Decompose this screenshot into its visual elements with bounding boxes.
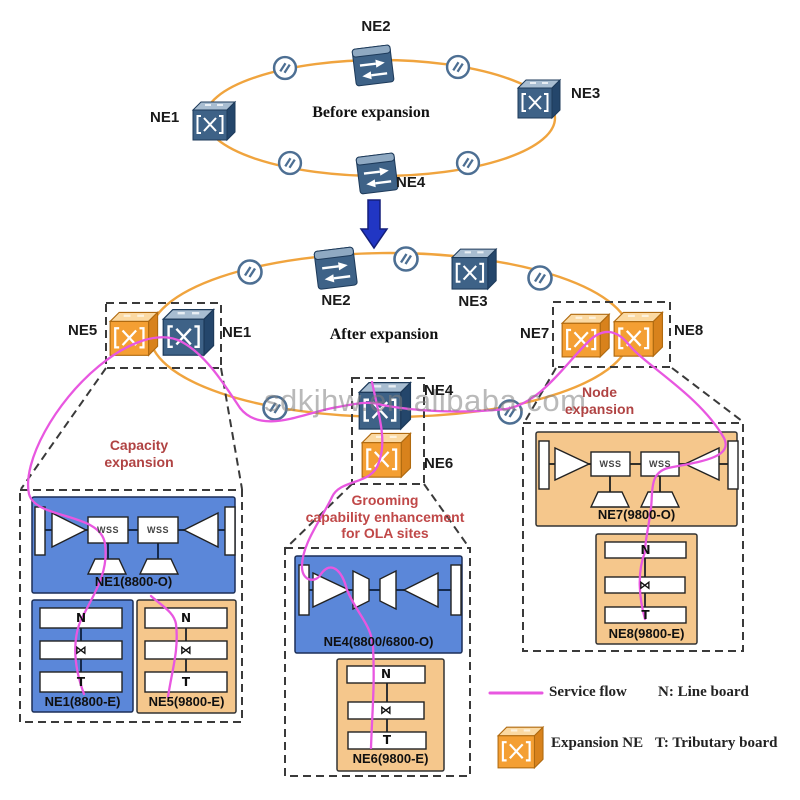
- node-ne6-after: [360, 432, 412, 479]
- label-ne8-after: NE8: [674, 322, 704, 339]
- label-board-ne5-9800-e: NE5(9800-E): [148, 694, 225, 709]
- wss-module-label: WSS: [648, 459, 671, 469]
- wss-module-label: WSS: [599, 459, 622, 469]
- slot-tributary-board: T: [181, 675, 191, 689]
- slot-line-board: N: [180, 611, 192, 625]
- after-expansion-title: After expansion: [329, 326, 439, 343]
- before-expansion-title: Before expansion: [312, 104, 430, 121]
- service-flow-paths: [26, 330, 727, 750]
- slot-tributary-board: T: [641, 608, 650, 622]
- board-ne1-8800-e: [31, 599, 134, 713]
- board-ne7-9800-o: [535, 431, 739, 527]
- label-ne6-after: NE6: [424, 455, 454, 472]
- node-ne8-after: [613, 311, 664, 358]
- label-board-ne1-8800-o: NE1(8800-O): [94, 574, 173, 589]
- node-ne4-before: [354, 151, 400, 196]
- label-ne2-after: NE2: [321, 292, 351, 309]
- expansion-ne-icon: [497, 726, 545, 769]
- slot-line-board: N: [380, 667, 392, 681]
- node-ne5-after: [108, 311, 159, 357]
- legend-service-flow: Service flow: [549, 684, 627, 700]
- label-ne1-before: NE1: [150, 109, 180, 126]
- label-ne5-after: NE5: [68, 322, 98, 339]
- callout-funnel-lines: [20, 367, 743, 549]
- label-ne2-before: NE2: [361, 18, 391, 35]
- label-ne1-after: NE1: [222, 324, 252, 341]
- label-board-ne4-8800-6800-o: NE4(8800/6800-O): [323, 634, 434, 649]
- slot-line-board: N: [75, 611, 87, 625]
- label-board-ne7-9800-o: NE7(9800-O): [597, 507, 676, 522]
- slot-line-board: N: [640, 543, 651, 557]
- label-board-ne1-8800-e: NE1(8800-E): [44, 694, 121, 709]
- board-ne4-8800-6800-o: [294, 555, 463, 654]
- wss-module-label: WSS: [96, 525, 119, 535]
- node-ne1-before: [192, 101, 236, 141]
- node-ne3-after: [450, 248, 498, 291]
- node-ne2-after: [312, 245, 359, 291]
- expansion-arrow-icon: [359, 199, 389, 250]
- slot-cross-connect: ⋈: [380, 703, 392, 717]
- label-ne4-before: NE4: [396, 174, 426, 191]
- node-ne3-before: [517, 79, 561, 119]
- slot-cross-connect: ⋈: [75, 643, 87, 657]
- board-ne6-9800-e: [336, 658, 445, 772]
- slot-tributary-board: T: [76, 675, 86, 689]
- board-ne8-9800-e: [595, 533, 698, 645]
- node-ne1-after: [161, 308, 215, 357]
- label-board-ne8-9800-e: NE8(9800-E): [608, 626, 685, 641]
- label-ne4-after: NE4: [424, 382, 454, 399]
- board-ne5-9800-e: [136, 599, 237, 714]
- legend-expansion-ne: Expansion NE: [551, 735, 644, 751]
- grooming-annotation: Grooming capability enhancement for OLA …: [305, 492, 465, 542]
- wss-module-label: WSS: [146, 525, 169, 535]
- label-ne3-after: NE3: [458, 293, 488, 310]
- legend-tributary-board: T: Tributary board: [655, 735, 778, 751]
- label-ne7-after: NE7: [520, 325, 550, 342]
- slot-cross-connect: ⋈: [639, 578, 651, 592]
- dashed-boxes: [19, 301, 744, 777]
- label-board-ne6-9800-e: NE6(9800-E): [352, 751, 429, 766]
- slot-tributary-board: T: [382, 733, 392, 747]
- legend-line-board: N: Line board: [658, 684, 749, 700]
- slot-cross-connect: ⋈: [180, 643, 192, 657]
- node-ne7-after: [560, 313, 611, 359]
- label-ne3-before: NE3: [571, 85, 601, 102]
- node-ne2-before: [350, 43, 396, 88]
